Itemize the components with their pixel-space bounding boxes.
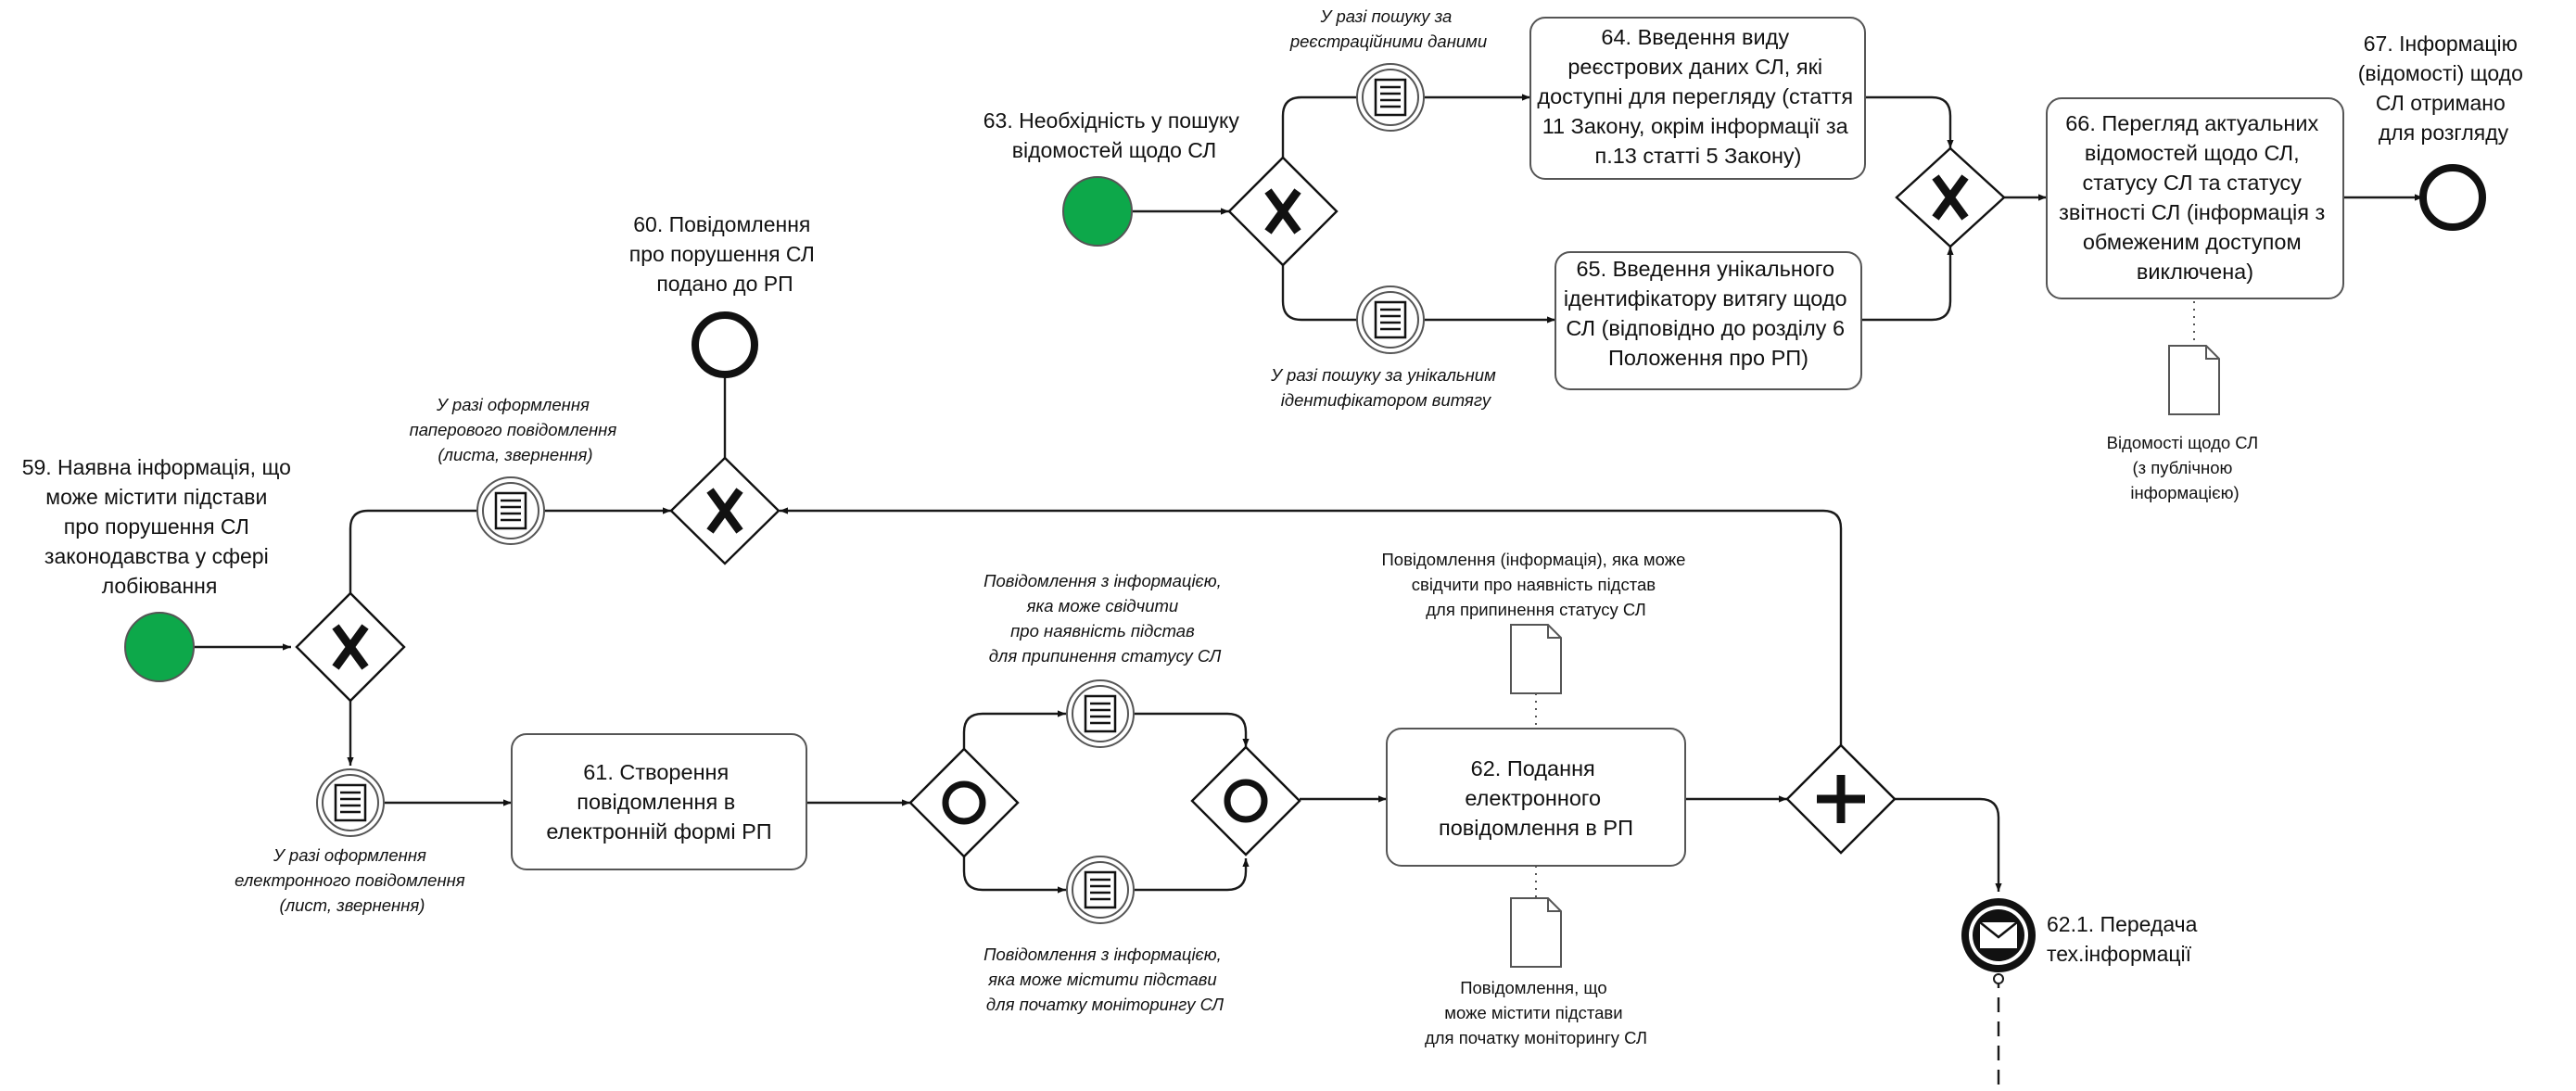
flow-gw3-to-monitoring [962,856,1066,894]
gateway-exclusive-1[interactable] [295,591,406,703]
event-60-label: 60. Повідомлення про порушення СЛ подано… [629,212,821,296]
message-flow-origin [1993,973,2004,984]
flow-gw3-to-termination [962,710,1066,749]
event-63-label: 63. Необхідність у пошуку відомостей щод… [983,108,1246,162]
x-icon [706,488,743,534]
task-66[interactable]: 66. Перегляд актуальних відомостей щодо … [2046,97,2344,299]
message-end-event-621[interactable] [1961,898,2036,972]
svg-text:62. Подання електронного: 62. Подання електронного повідомлення в … [1439,756,1633,840]
flow-gw6-to-registration [1281,95,1357,158]
flow-gw5-to-gw2 [780,507,1843,745]
x-icon [1264,188,1301,235]
condition-registration-label: У разі пошуку за реєстраційними даними [1289,6,1487,51]
svg-text:65. Введення унікального: 65. Введення унікального ідентифікатору … [1564,257,1853,370]
condition-termination-label: Повідомлення з інформацією, яка може сві… [983,571,1226,666]
condition-monitoring-label: Повідомлення з інформацією, яка може міс… [983,945,1226,1014]
gateway-parallel-5[interactable] [1785,743,1897,855]
gateway-inclusive-4[interactable] [1190,745,1301,856]
start-event-63[interactable] [1062,176,1133,247]
svg-text:66. Перегляд актуальних: 66. Перегляд актуальних відомостей щодо … [2059,111,2331,284]
flow-gw5-to-e621 [1895,797,2002,892]
conditional-event-unique-id[interactable] [1355,285,1426,355]
end-event-67[interactable] [2419,164,2486,231]
flow-gw1-to-paper [349,509,476,593]
data-object-public[interactable] [2168,345,2220,415]
plus-icon [1817,775,1865,823]
circle-icon [942,780,986,825]
task-61[interactable]: 61. Створення повідомлення в електронній… [511,733,807,870]
flow-t65-to-gw7 [1861,247,1954,322]
condition-electronic-label: У разі оформлення електронного повідомле… [235,845,470,915]
task-64[interactable]: 64. Введення виду реєстрових даних СЛ, я… [1529,17,1866,180]
event-67-label: 67. Інформацію (відомості) щодо СЛ отрим… [2358,32,2530,145]
document-public-label: Відомості щодо СЛ (з публічною інформаці… [2107,433,2264,502]
start-event-59[interactable] [124,612,195,682]
data-object-monitoring[interactable] [1510,897,1562,968]
event-621-label: 62.1. Передача тех.інформації [2047,912,2203,966]
condition-unique-id-label: У разі пошуку за унікальним ідентифікато… [1270,365,1501,410]
task-62[interactable]: 62. Подання електронного повідомлення в … [1386,728,1686,867]
document-monitoring-label: Повідомлення, що може містити підстави д… [1425,978,1647,1047]
gateway-exclusive-6[interactable] [1227,156,1339,267]
gateway-exclusive-7[interactable] [1895,146,2006,248]
conditional-event-electronic[interactable] [315,768,386,838]
flow-t64-to-gw7 [1865,95,1954,148]
conditional-event-registration[interactable] [1355,62,1426,133]
envelope-icon [1979,921,2018,948]
circle-icon [1224,779,1268,823]
data-object-termination[interactable] [1510,624,1562,694]
conditional-event-monitoring[interactable] [1065,855,1136,925]
end-event-60[interactable] [692,311,758,378]
flow-termination-to-gw4 [1135,712,1250,747]
x-icon [332,624,369,670]
gateway-inclusive-3[interactable] [908,747,1020,858]
gateway-exclusive-2[interactable] [669,456,780,565]
flow-monitoring-to-gw4 [1135,858,1250,892]
associations [1535,301,2195,897]
conditional-event-termination[interactable] [1065,679,1136,749]
x-icon [1932,174,1969,221]
document-termination-label: Повідомлення (інформація), яка може свід… [1381,550,1690,619]
svg-text:61. Створення повідомлен: 61. Створення повідомлення в електронній… [546,760,771,844]
event-59-label: 59. Наявна інформація, що може містити п… [22,455,298,598]
condition-paper-label: У разі оформлення паперового повідомленн… [410,395,622,464]
sequence-flows [195,94,2423,1091]
conditional-event-paper[interactable] [476,476,546,546]
task-65[interactable]: 65. Введення унікального ідентифікатору … [1554,251,1862,390]
flow-gw6-to-uniqueid [1281,265,1357,322]
svg-text:64. Введення виду реєстр: 64. Введення виду реєстрових даних СЛ, я… [1537,25,1859,168]
